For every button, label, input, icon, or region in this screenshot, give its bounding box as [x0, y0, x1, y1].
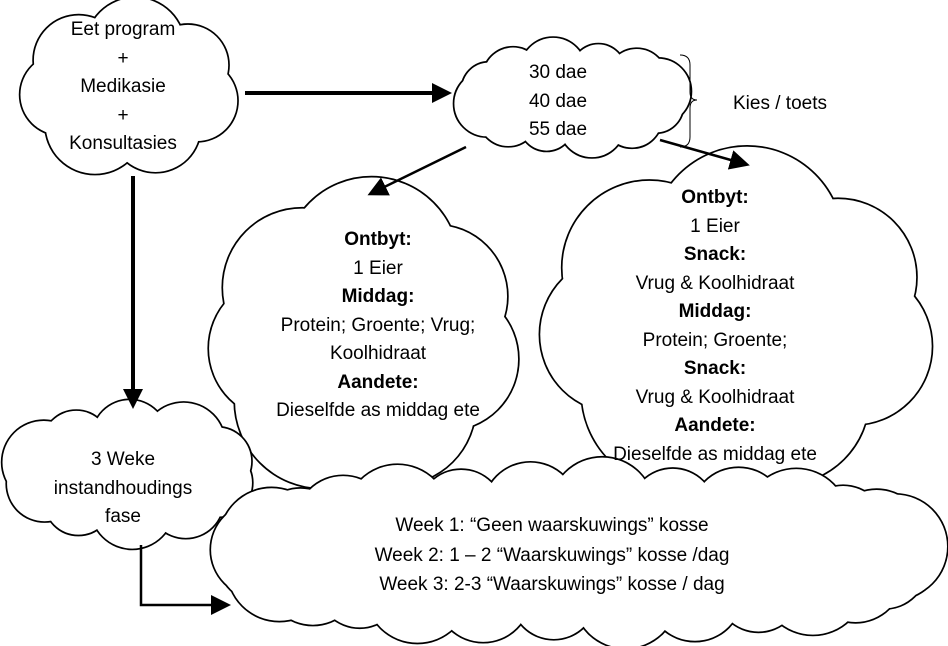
plan-b-cloud	[538, 145, 934, 490]
arrow-options-to-plan-a	[367, 145, 467, 196]
meal-heading: Middag:	[678, 301, 752, 322]
meal-heading: Snack:	[683, 358, 747, 379]
meal-item: 1 Eier	[690, 215, 740, 237]
meal-heading: Ontbyt:	[681, 187, 749, 208]
options-cloud-text: 30 dae 40 dae 55 dae	[529, 59, 587, 145]
brace-label: Kies / toets	[733, 93, 827, 114]
option-30: 30 dae	[528, 62, 588, 83]
option-55: 55 dae	[528, 119, 588, 140]
meal-heading: Snack:	[683, 244, 747, 265]
maintenance-line: fase	[105, 506, 141, 527]
week-3: Week 3: 2-3 “Waarskuwings” kosse / dag	[379, 574, 725, 595]
start-cloud-text: Eet program + Medikasie + Konsultasies	[69, 16, 177, 159]
week-2: Week 2: 1 – 2 “Waarskuwings” kosse /dag	[374, 544, 730, 566]
meal-item: Vrug & Koolhidraat	[635, 272, 795, 294]
weeks-cloud-text: Week 1: “Geen waarskuwings” kosse Week 2…	[375, 511, 730, 600]
meal-item: Vrug & Koolhidraat	[635, 386, 795, 408]
meal-item: 1 Eier	[353, 257, 403, 279]
meal-item: Dieselfde as middag ete	[276, 400, 480, 421]
start-line: +	[117, 104, 129, 126]
meal-item: Protein; Groente; Vrug;	[280, 314, 476, 336]
meal-item: Protein; Groente;	[642, 329, 788, 351]
start-line: +	[117, 47, 129, 69]
start-cloud	[18, 0, 239, 176]
start-line: Medikasie	[80, 76, 166, 97]
brace	[679, 54, 698, 148]
maintenance-line: 3 Weke	[90, 449, 156, 470]
option-40: 40 dae	[528, 90, 588, 112]
meal-item: Dieselfde as middag ete	[613, 443, 817, 465]
week-1: Week 1: “Geen waarskuwings” kosse	[395, 515, 709, 536]
meal-heading: Ontbyt:	[344, 229, 412, 250]
options-cloud	[452, 36, 693, 159]
arrow-maintenance-to-weeks	[139, 545, 231, 615]
meal-item: Koolhidraat	[329, 343, 427, 364]
weeks-cloud	[209, 455, 948, 646]
meal-heading: Middag:	[341, 286, 415, 307]
start-line: Konsultasies	[69, 133, 177, 154]
plan-a-cloud	[207, 175, 520, 490]
meal-heading: Aandete:	[337, 371, 419, 393]
maintenance-line: instandhoudings	[53, 477, 193, 499]
meal-heading: Aandete:	[674, 415, 756, 436]
start-line: Eet program	[70, 19, 176, 40]
maintenance-cloud	[0, 398, 254, 551]
arrow-options-to-plan-b	[659, 138, 750, 170]
maintenance-cloud-text: 3 Weke instandhoudings fase	[54, 446, 192, 532]
